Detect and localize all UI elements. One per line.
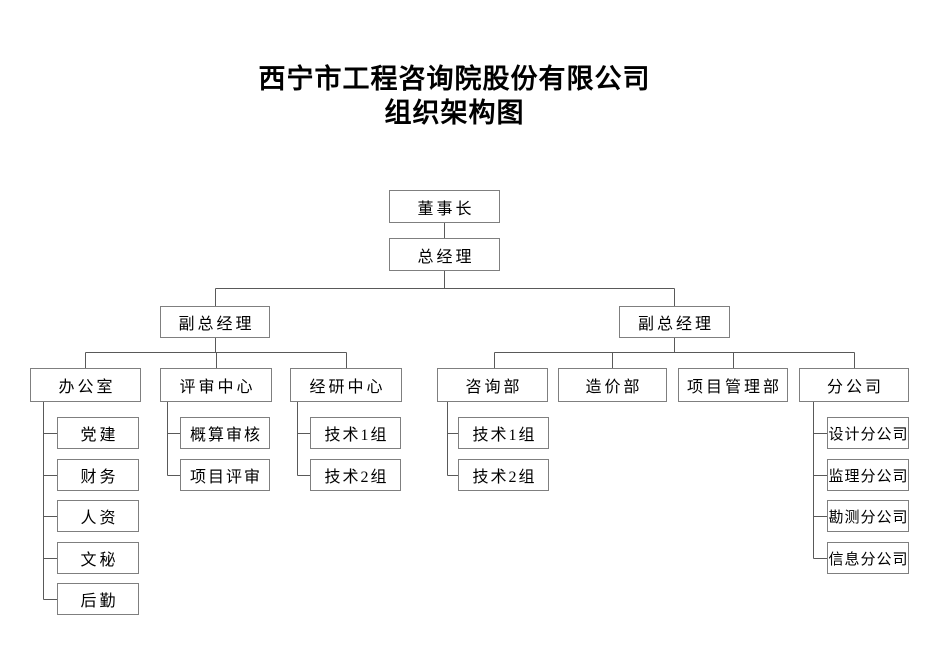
node-party-building: 党建 — [57, 417, 139, 449]
node-estimate-review: 概算审核 — [180, 417, 270, 449]
node-finance: 财务 — [57, 459, 139, 491]
node-branch-companies: 分公司 — [799, 368, 909, 402]
node-consulting-dept: 咨询部 — [437, 368, 548, 402]
node-consulting-tech-group2: 技术2组 — [458, 459, 549, 491]
chart-title-subtitle: 组织架构图 — [384, 98, 525, 128]
node-cost-dept: 造价部 — [558, 368, 667, 402]
node-project-review: 项目评审 — [180, 459, 270, 491]
node-logistics: 后勤 — [57, 583, 139, 615]
node-human-resources: 人资 — [57, 500, 139, 532]
node-research-tech-group2: 技术2组 — [310, 459, 401, 491]
node-project-mgmt-dept: 项目管理部 — [678, 368, 788, 402]
node-office: 办公室 — [30, 368, 141, 402]
node-chairman: 董事长 — [389, 190, 500, 223]
node-research-center: 经研中心 — [290, 368, 402, 402]
node-survey-branch: 勘测分公司 — [827, 500, 909, 532]
node-information-branch: 信息分公司 — [827, 542, 909, 574]
chart-title: 西宁市工程咨询院股份有限公司 组织架构图 — [0, 62, 909, 130]
node-consulting-tech-group1: 技术1组 — [458, 417, 549, 449]
node-deputy-gm-right: 副总经理 — [619, 306, 730, 338]
node-general-manager: 总经理 — [389, 238, 500, 271]
node-deputy-gm-left: 副总经理 — [160, 306, 270, 338]
node-research-tech-group1: 技术1组 — [310, 417, 401, 449]
node-design-branch: 设计分公司 — [827, 417, 909, 449]
chart-title-company: 西宁市工程咨询院股份有限公司 — [258, 64, 651, 94]
node-review-center: 评审中心 — [160, 368, 272, 402]
node-supervision-branch: 监理分公司 — [827, 459, 909, 491]
node-secretary: 文秘 — [57, 542, 139, 574]
